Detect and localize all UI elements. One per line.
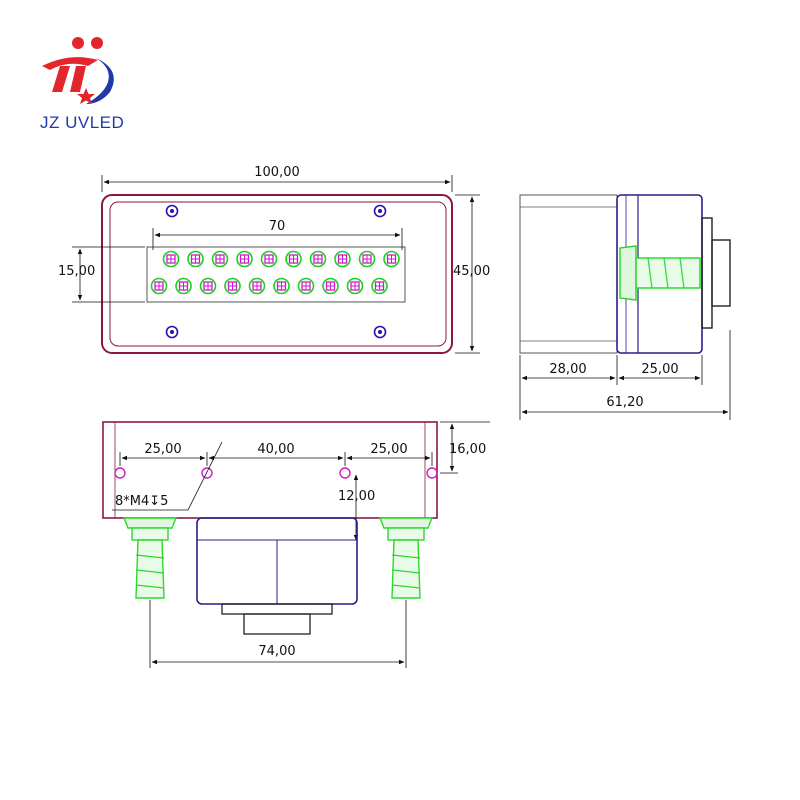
led-chip-icon [273, 277, 290, 295]
dimension-width: 100,00 [254, 165, 300, 180]
led-chip-icon [248, 277, 266, 295]
screw-icon [165, 204, 179, 218]
dimension-fitting-spacing: 74,00 [258, 644, 295, 659]
led-window [146, 246, 406, 303]
hose-barb-icon [122, 517, 178, 599]
mounting-hole-icon [114, 467, 126, 479]
dimension-front-depth: 28,00 [549, 362, 586, 377]
jz-logo-icon [42, 37, 114, 104]
led-chip-icon [346, 277, 364, 295]
dimension-hole-left: 25,00 [144, 442, 181, 457]
top-view-body-inner [109, 201, 447, 347]
hose-barb-icon [378, 517, 434, 599]
led-chip-icon [150, 277, 168, 295]
front-view: 25,00 40,00 25,00 8*M4↧5 16,00 12,00 [102, 421, 490, 668]
led-chip-icon [322, 277, 339, 295]
screw-icon [373, 204, 387, 218]
side-view-front-block [519, 194, 618, 354]
dimension-hole-depth: 12,00 [338, 489, 375, 504]
screw-icon [373, 325, 387, 339]
led-chip-icon [334, 250, 351, 268]
dimension-rear-depth: 25,00 [641, 362, 678, 377]
dimension-hole-middle: 40,00 [257, 442, 294, 457]
led-chip-icon [297, 277, 315, 295]
led-chip-icon [383, 250, 400, 268]
dimension-front-height: 16,00 [449, 442, 486, 457]
led-chip-icon [187, 250, 204, 268]
dimension-hole-right: 25,00 [370, 442, 407, 457]
dimension-height: 45,00 [453, 264, 490, 279]
front-view-connector [221, 603, 333, 615]
mounting-hole-icon [426, 467, 438, 479]
dimension-window-height: 15,00 [58, 264, 95, 279]
top-view: 100,00 70 15,00 45,00 [58, 165, 490, 354]
brand-name: JZ UVLED [40, 113, 124, 132]
leader-line [187, 441, 223, 511]
led-chip-icon [309, 250, 327, 268]
dimension-total-depth: 61,20 [606, 395, 643, 410]
led-chip-icon [236, 250, 253, 268]
screw-icon [165, 325, 179, 339]
led-chip-icon [224, 277, 241, 295]
top-view-body-outer [101, 194, 453, 354]
led-chip-icon [199, 277, 217, 295]
hose-barb-icon [619, 245, 701, 301]
mounting-hole-icon [201, 467, 213, 479]
led-chip-icon [211, 250, 229, 268]
mounting-hole-icon [339, 467, 351, 479]
led-array [150, 250, 400, 295]
dimension-led-span: 70 [269, 219, 286, 234]
led-chip-icon [371, 277, 388, 295]
side-view-connector [701, 217, 713, 329]
led-chip-icon [285, 250, 302, 268]
led-chip-icon [162, 250, 180, 268]
thread-note: 8*M4↧5 [115, 494, 168, 509]
led-chip-icon [175, 277, 192, 295]
led-chip-icon [358, 250, 376, 268]
led-chip-icon [260, 250, 278, 268]
side-view: 28,00 25,00 61,20 [519, 194, 731, 420]
